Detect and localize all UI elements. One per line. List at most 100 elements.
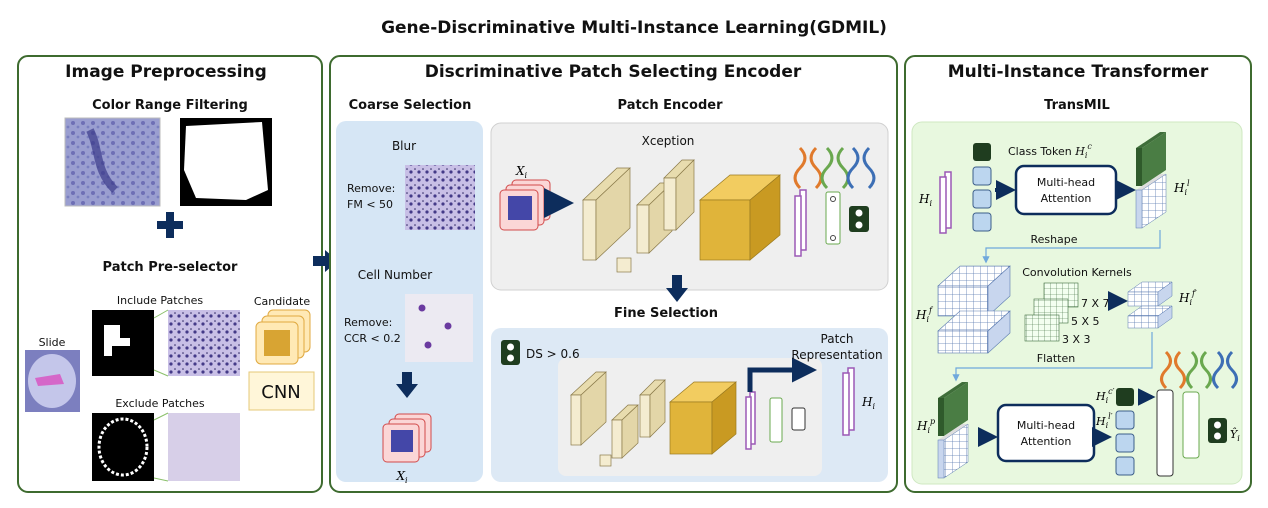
mha2-box: [996, 403, 1096, 463]
slide-label: Slide: [39, 336, 66, 349]
hi-label: Hi: [918, 192, 932, 208]
encoder-title: Discriminative Patch Selecting Encoder: [425, 62, 802, 82]
preprocessing-title: Image Preprocessing: [65, 62, 267, 82]
fine-output-vector: [769, 397, 783, 443]
blur-patch-image: [405, 165, 475, 230]
fine-score-small: [791, 407, 806, 431]
patch-rep-vectors: [842, 367, 855, 436]
preselector-label: Patch Pre-selector: [103, 260, 238, 275]
mha1-box: [1014, 164, 1118, 216]
exclude-patch-image: [168, 413, 240, 481]
coarse-output-patches-icon: [382, 413, 432, 463]
encoder-feature-vectors: [794, 189, 807, 257]
candidate-label: Candidate: [254, 295, 310, 308]
encoder-output-vector: [825, 191, 841, 245]
reshape-arrow: [982, 230, 1161, 264]
encoder-down-arrow: [666, 275, 688, 302]
fine-to-rep-arrow: [747, 357, 817, 392]
main-title: Gene-Discriminative Multi-Instance Learn…: [381, 18, 887, 38]
dna-icons-top: [793, 146, 876, 190]
cnn-label: CNN: [261, 382, 301, 403]
ccr-threshold: CCR < 0.2: [344, 332, 401, 345]
ds-threshold-label: DS > 0.6: [526, 347, 580, 361]
conv-kernels-label: Convolution Kernels: [1022, 266, 1132, 279]
hifp-feature-maps: [1127, 281, 1173, 329]
hi-input-vectors: [939, 171, 952, 234]
exclude-patches-label: Exclude Patches: [115, 397, 205, 410]
class-token-label: Class Token Hic: [1008, 142, 1092, 160]
tissue-streak: [86, 128, 118, 193]
xception-small-cube: [616, 257, 632, 273]
hil2-label: Hil′: [1095, 412, 1113, 430]
panel-image-preprocessing: Image Preprocessing Color Range Filterin…: [17, 55, 323, 493]
patch-rep-label-1: Patch: [821, 332, 854, 346]
xception-gold-block: [699, 174, 781, 261]
kernel-3x3-label: 3 X 3: [1062, 333, 1091, 346]
mha1-label-1: Multi-head: [1037, 176, 1095, 189]
fine-block-1: [570, 371, 607, 446]
coarse-down-arrow: [396, 372, 418, 398]
flatten-label: Flatten: [1037, 352, 1076, 365]
hil-label: Hil: [1173, 179, 1190, 197]
fine-score-icon: [501, 340, 520, 365]
include-patches-label: Include Patches: [117, 294, 204, 307]
hif-feature-maps: [937, 265, 1011, 354]
cell-patch-image: [405, 294, 473, 362]
fine-selection-title: Fine Selection: [614, 306, 718, 321]
encoder-xi-label: Xi: [515, 164, 528, 180]
hil-output-stack: [1135, 132, 1167, 229]
remove-fm-label: Remove:: [347, 182, 395, 195]
fine-small-cube: [599, 454, 612, 467]
exclude-mask-shape: [97, 417, 149, 477]
mha2-label-1: Multi-head: [1017, 419, 1075, 432]
token-column-2: [1115, 388, 1135, 476]
panel-patch-encoder: Discriminative Patch Selecting Encoder C…: [329, 55, 898, 493]
output-vector-long: [1156, 389, 1174, 477]
include-patch-image: [168, 310, 240, 376]
xception-block-1: [582, 167, 631, 261]
conv-kernel-stack: [1024, 282, 1079, 342]
color-filter-label: Color Range Filtering: [92, 98, 248, 113]
include-mask-shape: [104, 325, 130, 356]
coarse-xi-label: Xi: [395, 469, 408, 485]
dna-icons-bottom: [1160, 350, 1238, 390]
tissue-patch-image: [64, 117, 161, 207]
patch-rep-label-2: Representation: [791, 348, 882, 362]
xception-block-3: [663, 159, 695, 231]
hifp-label: Hif′: [1178, 289, 1197, 307]
fine-block-3: [639, 379, 666, 438]
hip-stack: [937, 382, 969, 479]
transformer-title: Multi-Instance Transformer: [948, 62, 1209, 82]
remove-ccr-label: Remove:: [344, 316, 392, 329]
cnn-box: [248, 371, 315, 411]
candidate-stack-icon: [255, 309, 311, 365]
fine-feature-vectors: [745, 391, 756, 450]
mask-white-region: [184, 122, 268, 200]
kernel-7x7-label: 7 X 7: [1081, 297, 1110, 310]
encoder-input-patches-icon: [499, 179, 551, 231]
flatten-arrow: [952, 332, 1153, 382]
patch-encoder-title: Patch Encoder: [618, 98, 724, 113]
prediction-score-icon: [1208, 418, 1227, 443]
fm-threshold: FM < 50: [347, 198, 393, 211]
coarse-title: Coarse Selection: [349, 98, 472, 113]
yhat-label: Ŷi: [1230, 427, 1240, 443]
panel-multi-instance-transformer: Multi-Instance Transformer TransMIL Hi C…: [904, 55, 1252, 493]
slide-highlight: [35, 374, 64, 386]
mha1-label-2: Attention: [1041, 192, 1092, 205]
hic2-label: Hic′: [1095, 387, 1115, 405]
fine-block-2: [611, 404, 639, 459]
encoder-score-icon: [849, 206, 869, 232]
blur-label: Blur: [392, 139, 416, 153]
reshape-label: Reshape: [1030, 233, 1077, 246]
plus-icon: [157, 212, 183, 238]
kernel-5x5-label: 5 X 5: [1071, 315, 1100, 328]
exclude-mask: [92, 413, 154, 481]
mha2-label-2: Attention: [1021, 435, 1072, 448]
hip-label: Hip: [916, 417, 935, 435]
transmil-label: TransMIL: [1044, 98, 1110, 113]
token-column: [972, 143, 992, 232]
hif-label: Hif: [915, 306, 934, 324]
fine-gold-block: [669, 381, 737, 455]
